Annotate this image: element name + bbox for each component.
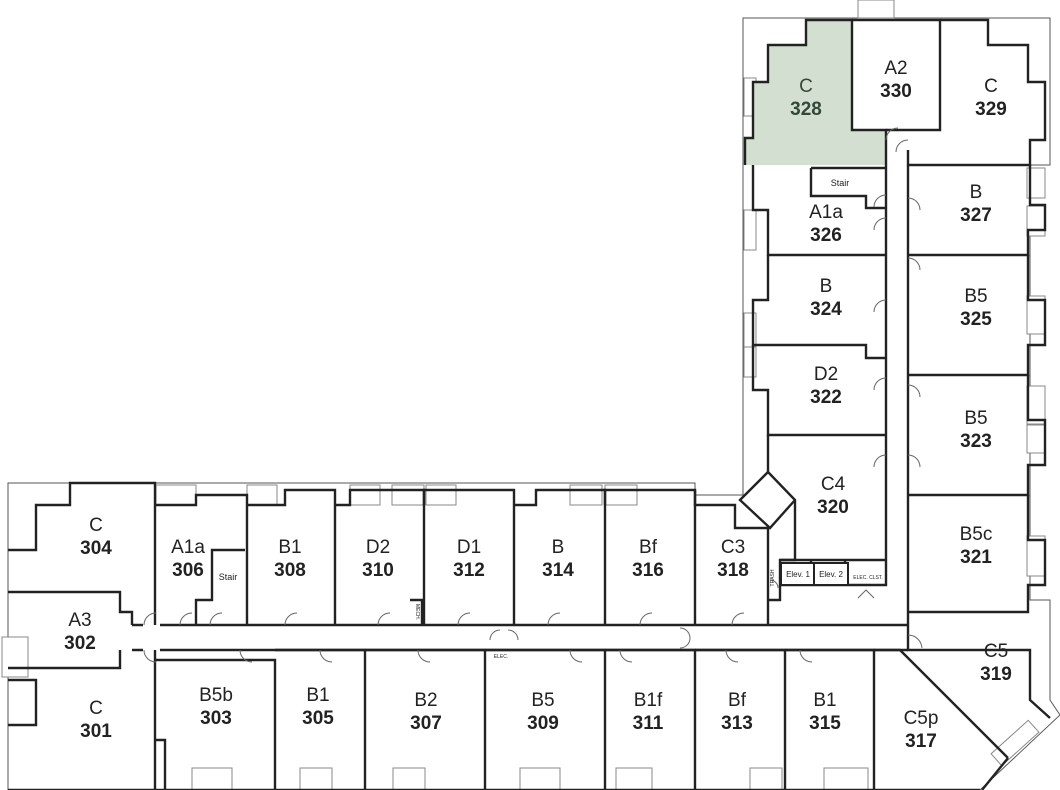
unit-324-type: B [820, 276, 833, 297]
unit-317-number: 317 [905, 731, 937, 752]
elevator-2-label: Elev. 2 [819, 570, 843, 579]
unit-327-type: B [970, 182, 983, 203]
elevator-1-label: Elev. 1 [786, 570, 810, 579]
unit-315-type: B1 [813, 690, 836, 711]
unit-318-type: C3 [721, 537, 745, 558]
unit-315-number: 315 [809, 713, 841, 734]
unit-303-number: 303 [200, 708, 232, 729]
unit-302-type: A3 [68, 610, 91, 631]
unit-323-type: B5 [964, 408, 987, 429]
unit-328-type: C [799, 76, 813, 97]
unit-310-number: 310 [362, 560, 394, 581]
unit-329-number: 329 [975, 99, 1007, 120]
unit-309-type: B5 [531, 690, 554, 711]
unit-302-number: 302 [64, 633, 96, 654]
unit-312-number: 312 [453, 560, 485, 581]
unit-317-type: C5p [904, 708, 939, 729]
unit-311-number: 311 [633, 713, 664, 734]
unit-328-fill [745, 20, 886, 165]
unit-323-number: 323 [960, 431, 992, 452]
door-swings [143, 127, 923, 663]
stair-label-south: Stair [219, 572, 238, 582]
unit-319-number: 319 [980, 664, 1012, 685]
unit-309-number: 309 [527, 713, 559, 734]
unit-330-type: A2 [884, 58, 907, 79]
unit-304-number: 304 [80, 538, 112, 559]
unit-311-type: B1f [634, 690, 663, 711]
unit-322-type: D2 [814, 364, 838, 385]
unit-308-number: 308 [274, 560, 306, 581]
unit-325-type: B5 [964, 286, 987, 307]
unit-324-number: 324 [810, 299, 842, 320]
unit-305-number: 305 [302, 708, 334, 729]
unit-307-number: 307 [410, 713, 442, 734]
unit-307-type: B2 [414, 690, 437, 711]
unit-329-type: C [984, 76, 998, 97]
unit-306-number: 306 [172, 560, 204, 581]
unit-314-number: 314 [542, 560, 574, 581]
elec-closet-label: ELEC. CLST. [853, 575, 882, 581]
trash-label: TRASH [770, 569, 776, 586]
unit-321-type: B5c [960, 524, 993, 545]
elec-label: ELEC. [494, 654, 508, 660]
unit-326-number: 326 [810, 225, 842, 246]
unit-326-type: A1a [809, 202, 843, 223]
unit-316-number: 316 [632, 560, 664, 581]
stair-label-north: Stair [831, 178, 850, 188]
unit-325-number: 325 [960, 309, 992, 330]
unit-310-type: D2 [366, 537, 390, 558]
mech-label: MECH. [414, 604, 420, 620]
unit-319-type: C5 [984, 641, 1008, 662]
elevator-2 [813, 562, 849, 586]
unit-318-number: 318 [717, 560, 749, 581]
unit-320-type: C4 [821, 474, 846, 495]
unit-306-type: A1a [171, 537, 205, 558]
unit-305-type: B1 [306, 685, 329, 706]
unit-301-number: 301 [80, 721, 112, 742]
service-labels: Stair Stair Elev. 1 Elev. 2 ELEC. CLST. … [219, 178, 883, 660]
building-envelope [7, 17, 1060, 790]
unit-301-type: C [89, 698, 103, 719]
unit-313-number: 313 [721, 713, 753, 734]
unit-330-number: 330 [880, 81, 912, 102]
unit-320-number: 320 [817, 497, 849, 518]
unit-304-type: C [89, 515, 103, 536]
unit-314-type: B [552, 537, 565, 558]
unit-327-number: 327 [960, 205, 992, 226]
unit-316-type: Bf [639, 537, 658, 558]
unit-328-number: 328 [790, 99, 822, 120]
unit-308-type: B1 [278, 537, 301, 558]
unit-321-number: 321 [960, 547, 992, 568]
unit-322-number: 322 [810, 387, 842, 408]
unit-312-type: D1 [457, 537, 481, 558]
unit-303-type: B5b [199, 685, 233, 706]
walls [8, 18, 1051, 790]
unit-313-type: Bf [728, 690, 747, 711]
